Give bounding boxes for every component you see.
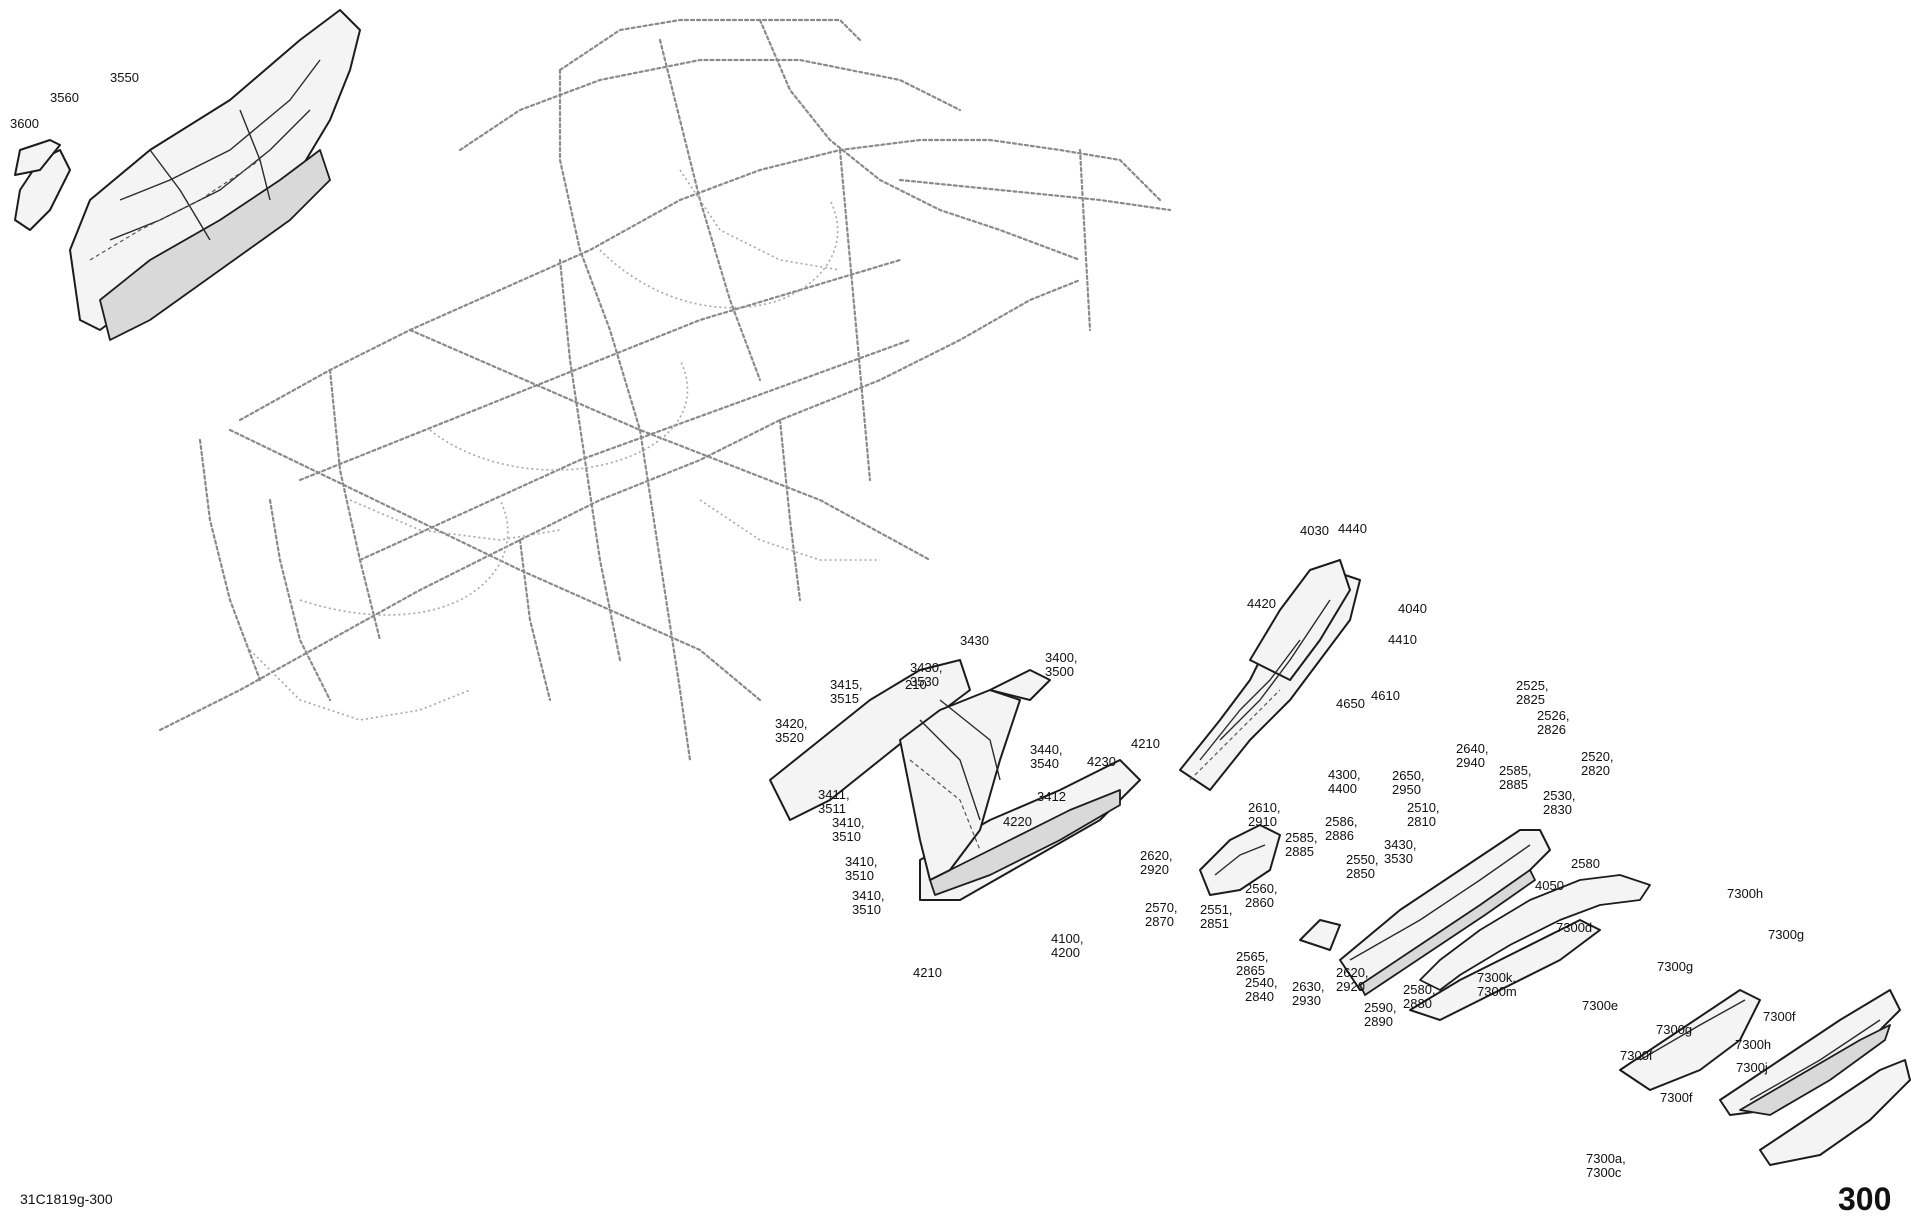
part-callout: 2640,2940 <box>1456 741 1489 770</box>
part-callout: 3410,3510 <box>832 815 865 844</box>
part-callout: 2585,2885 <box>1285 830 1318 859</box>
part-callout: 3560 <box>50 90 79 105</box>
part-callout: 7300a,7300c <box>1586 1151 1626 1180</box>
part-callout: 2530,2830 <box>1543 788 1576 817</box>
lower-right-door-frame <box>1339 829 1601 1021</box>
part-callout: 2586,2886 <box>1325 814 1358 843</box>
part-callout: 3410,3510 <box>845 854 878 883</box>
center-lower-side-panel <box>769 659 1141 901</box>
part-callout: 3415,3515 <box>830 677 863 706</box>
part-callout: 3411,3511 <box>818 787 850 816</box>
part-callout: 2551,2851 <box>1200 902 1233 931</box>
part-callout: 3400,3500 <box>1045 650 1078 679</box>
part-callout: 7300f <box>1620 1048 1653 1063</box>
page-number: 300 <box>1838 1181 1891 1217</box>
part-callout: 3430,3530 <box>910 660 943 689</box>
part-callout: 7300g <box>1656 1022 1692 1037</box>
part-callout: 7300e <box>1582 998 1618 1013</box>
part-callout: 2630,2930 <box>1292 979 1325 1008</box>
part-callout: 2560,2860 <box>1245 881 1278 910</box>
part-callout: 4100,4200 <box>1051 931 1084 960</box>
part-callout: 4230 <box>1087 754 1116 769</box>
bottom-right-door-panels <box>1619 989 1911 1166</box>
part-callout: 2526,2826 <box>1537 708 1570 737</box>
vehicle-frame-ghost <box>158 18 1172 762</box>
part-callout: 2580,2880 <box>1403 982 1436 1011</box>
part-callout: 3440,3540 <box>1030 742 1063 771</box>
part-callout: 3550 <box>110 70 139 85</box>
part-callout: 7300k,7300m <box>1477 970 1517 999</box>
upper-left-door-assembly <box>14 9 361 341</box>
part-callout: 4420 <box>1247 596 1276 611</box>
part-callout: 2585,2885 <box>1499 763 1532 792</box>
part-callout: 2620,2920 <box>1336 965 1369 994</box>
part-callout: 4610 <box>1371 688 1400 703</box>
part-callout: 2620,2920 <box>1140 848 1173 877</box>
part-callout: 2520,2820 <box>1581 749 1614 778</box>
part-callout: 3600 <box>10 116 39 131</box>
part-callout: 3420,3520 <box>775 716 808 745</box>
part-callout: 7300f <box>1763 1009 1796 1024</box>
part-callout: 7300d <box>1556 920 1592 935</box>
part-callout: 7300j <box>1736 1060 1768 1075</box>
part-callout: 4410 <box>1388 632 1417 647</box>
part-callout: 2610,2910 <box>1248 800 1281 829</box>
part-callout: 4040 <box>1398 601 1427 616</box>
door-seal-strip <box>1419 874 1651 991</box>
part-callout: 210 <box>905 677 927 692</box>
door-bracket-assembly <box>1199 824 1341 951</box>
right-upper-panel <box>1179 559 1361 791</box>
part-callout: 4650 <box>1336 696 1365 711</box>
part-callout: 2650,2950 <box>1392 768 1425 797</box>
part-callouts: 3550 3560 3600 4030 4440 4040 4420 4410 4650 4610… <box>10 70 1804 1180</box>
part-callout: 7300h <box>1727 886 1763 901</box>
part-callout: 2570,2870 <box>1145 900 1178 929</box>
part-callout: 7300f <box>1660 1090 1693 1105</box>
part-callout: 4050 <box>1535 878 1564 893</box>
part-callout: 4210 <box>1131 736 1160 751</box>
part-callout: 4220 <box>1003 814 1032 829</box>
part-callout: 3410,3510 <box>852 888 885 917</box>
part-callout: 3430 <box>960 633 989 648</box>
part-callout: 7300h <box>1735 1037 1771 1052</box>
part-callout: 2580 <box>1571 856 1600 871</box>
part-callout: 7300g <box>1768 927 1804 942</box>
part-callout: 2540,2840 <box>1245 975 1278 1004</box>
part-callout: 2565,2865 <box>1236 949 1269 978</box>
part-callout: 3430,3530 <box>1384 837 1417 866</box>
part-callout: 4440 <box>1338 521 1367 536</box>
figure-id: 31C1819g-300 <box>20 1191 113 1207</box>
part-callout: 7300g <box>1657 959 1693 974</box>
part-callout: 4300,4400 <box>1328 767 1361 796</box>
part-callout: 2525,2825 <box>1516 678 1549 707</box>
part-callout: 2510,2810 <box>1407 800 1440 829</box>
part-callout: 4210 <box>913 965 942 980</box>
part-callout: 2590,2890 <box>1364 1000 1397 1029</box>
part-callout: 3412 <box>1037 789 1066 804</box>
part-callout: 4030 <box>1300 523 1329 538</box>
part-callout: 2550,2850 <box>1346 852 1379 881</box>
